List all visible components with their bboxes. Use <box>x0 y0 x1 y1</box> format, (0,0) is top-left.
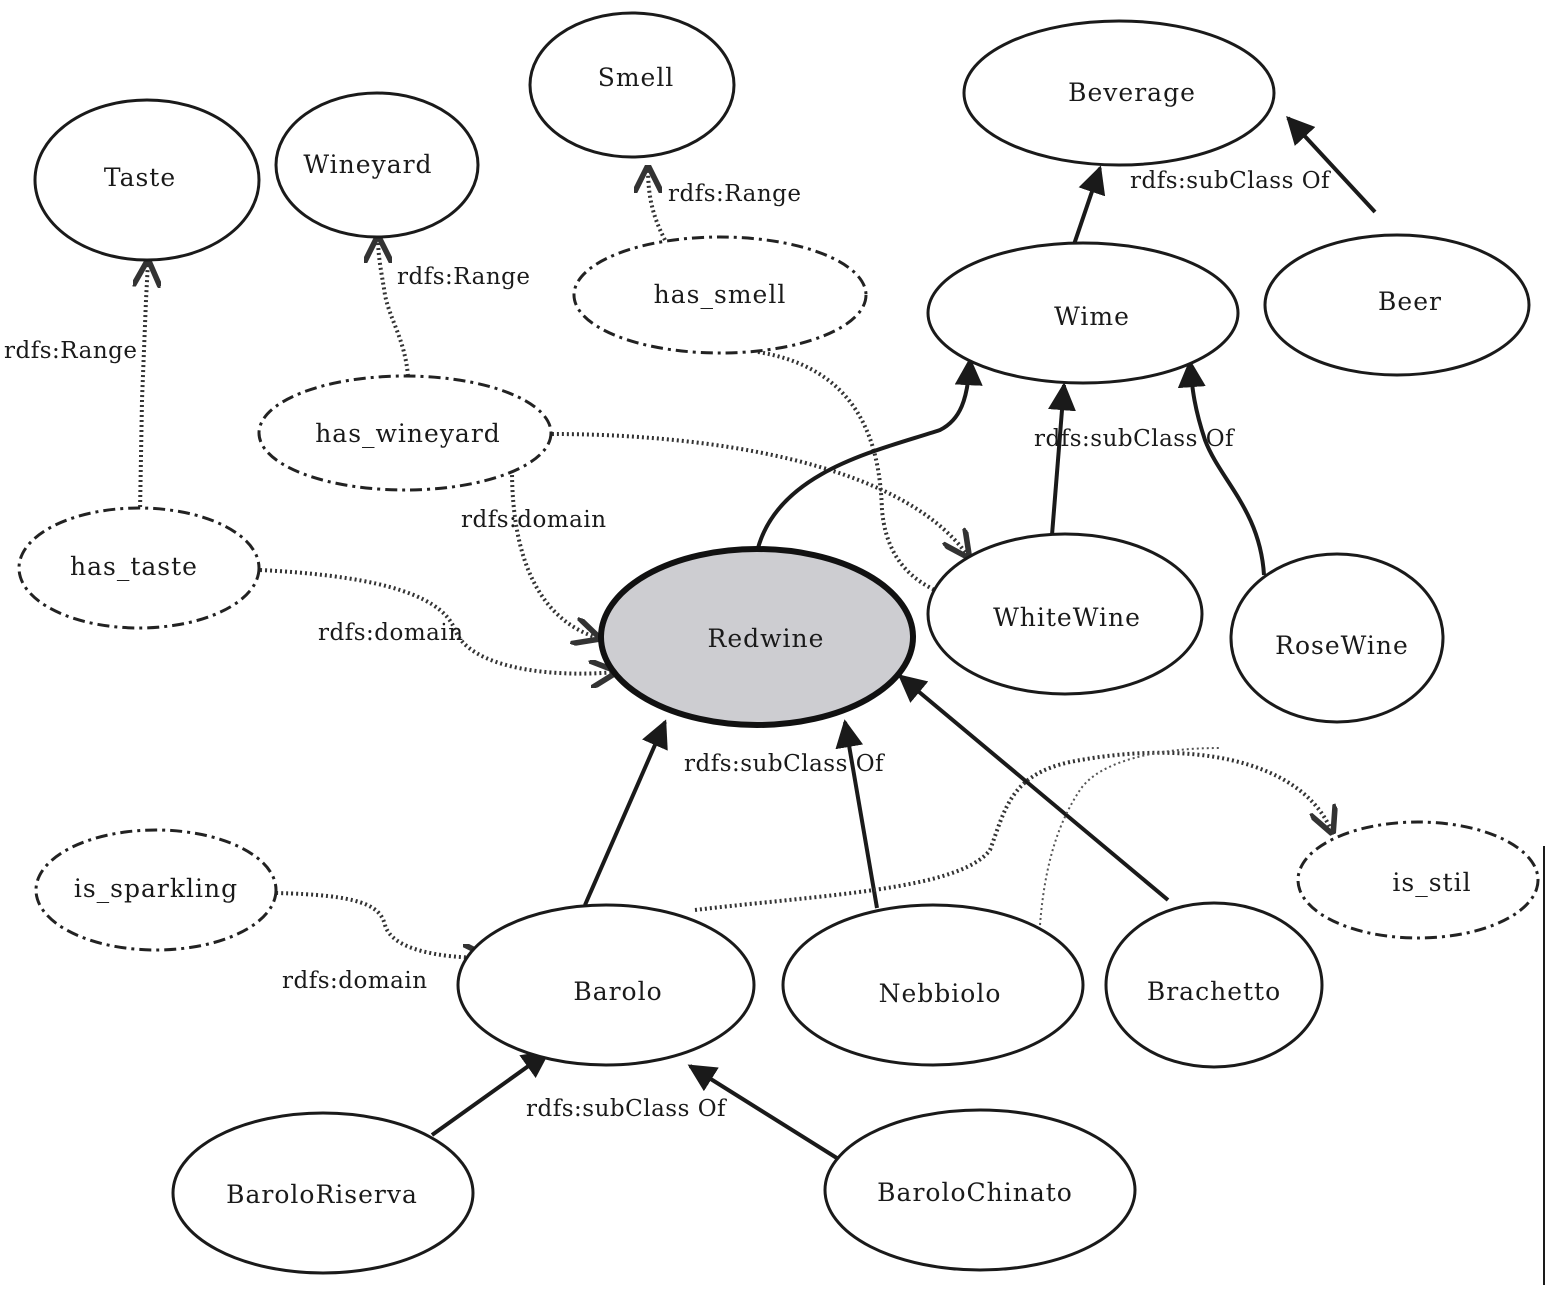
edge-hassmell-whitewine <box>757 350 1000 606</box>
edge-barolochinato-barolo <box>687 1064 842 1162</box>
edge-hastaste-taste <box>140 262 148 513</box>
edge-haswineyard-whitewine <box>551 432 968 556</box>
node-baroloriserva[interactable]: BaroloRiserva <box>171 1111 475 1275</box>
edge-rosewine-wime <box>1177 359 1266 576</box>
edge-nebbiolo-isstil <box>1039 747 1221 926</box>
node-has-taste[interactable]: has_taste <box>17 506 261 630</box>
node-wineyard[interactable]: Wineyard <box>274 91 480 239</box>
node-redwine-label: Redwine <box>708 624 825 653</box>
node-beer[interactable]: Beer <box>1263 233 1531 377</box>
node-rosewine[interactable]: RoseWine <box>1229 552 1445 724</box>
edge-baroloriserva-barolo <box>430 1050 551 1137</box>
edge-brachetto-redwine <box>897 674 1170 902</box>
label-sparkling-domain: rdfs:domain <box>282 968 428 994</box>
edge-haswineyard-wineyard <box>378 238 410 377</box>
label-taste-range: rdfs:Range <box>4 338 138 364</box>
label-barolo-subclass: rdfs:subClass Of <box>526 1096 727 1122</box>
node-nebbiolo[interactable]: Nebbiolo <box>781 903 1085 1067</box>
node-smell-label: Smell <box>598 63 675 92</box>
node-has-wineyard[interactable]: has_wineyard <box>257 374 553 492</box>
edge-barolo-redwine <box>583 719 668 906</box>
node-wime-label: Wime <box>1054 302 1130 331</box>
node-baroloriserva-label: BaroloRiserva <box>226 1180 418 1209</box>
node-barolochinato[interactable]: BaroloChinato <box>823 1108 1137 1272</box>
node-taste[interactable]: Taste <box>33 98 261 262</box>
label-wineyard-domain: rdfs:domain <box>461 507 607 533</box>
edge-whitewine-wime <box>1048 382 1076 536</box>
node-is-stil[interactable]: is_stil <box>1296 820 1540 940</box>
label-redwine-subclass: rdfs:subClass Of <box>684 751 885 777</box>
node-wineyard-label: Wineyard <box>303 150 432 179</box>
edge-haswineyard-redwine <box>510 469 598 638</box>
node-nebbiolo-label: Nebbiolo <box>879 979 1002 1008</box>
node-barolochinato-label: BaroloChinato <box>877 1178 1073 1207</box>
node-smell[interactable]: Smell <box>528 11 736 159</box>
label-wime-subclass: rdfs:subClass Of <box>1034 426 1235 452</box>
node-wime[interactable]: Wime <box>926 241 1240 385</box>
edge-barolo-isstil <box>694 750 1332 912</box>
edge-redwine-wime <box>756 357 983 549</box>
edge-beer-beverage <box>1286 115 1377 214</box>
node-beer-label: Beer <box>1378 287 1442 316</box>
node-rosewine-label: RoseWine <box>1275 631 1409 660</box>
node-taste-label: Taste <box>104 163 176 192</box>
node-beverage-label: Beverage <box>1068 78 1196 107</box>
label-beverage-subclass: rdfs:subClass Of <box>1130 168 1331 194</box>
node-redwine[interactable]: Redwine <box>598 546 916 728</box>
node-whitewine[interactable]: WhiteWine <box>926 532 1204 696</box>
node-has-smell-label: has_smell <box>654 280 787 309</box>
edge-issparkling-barolo <box>275 891 488 958</box>
label-smell-range: rdfs:Range <box>668 181 802 207</box>
edge-hassmell-smell <box>648 168 667 241</box>
node-has-taste-label: has_taste <box>70 552 198 581</box>
node-has-smell[interactable]: has_smell <box>572 235 868 355</box>
node-brachetto[interactable]: Brachetto <box>1104 901 1324 1069</box>
label-wineyard-range: rdfs:Range <box>397 264 531 290</box>
node-barolo-label: Barolo <box>573 977 662 1006</box>
node-is-stil-label: is_stil <box>1392 868 1471 897</box>
edge-nebbiolo-redwine <box>835 719 879 909</box>
node-beverage[interactable]: Beverage <box>962 19 1276 167</box>
node-whitewine-label: WhiteWine <box>993 603 1141 632</box>
node-has-wineyard-label: has_wineyard <box>315 419 501 448</box>
node-brachetto-label: Brachetto <box>1147 977 1281 1006</box>
node-is-sparkling-label: is_sparkling <box>74 874 238 903</box>
node-is-sparkling[interactable]: is_sparkling <box>34 828 278 952</box>
edge-hastaste-redwine <box>259 568 615 674</box>
label-taste-domain: rdfs:domain <box>318 620 464 646</box>
node-barolo[interactable]: Barolo <box>456 903 756 1067</box>
